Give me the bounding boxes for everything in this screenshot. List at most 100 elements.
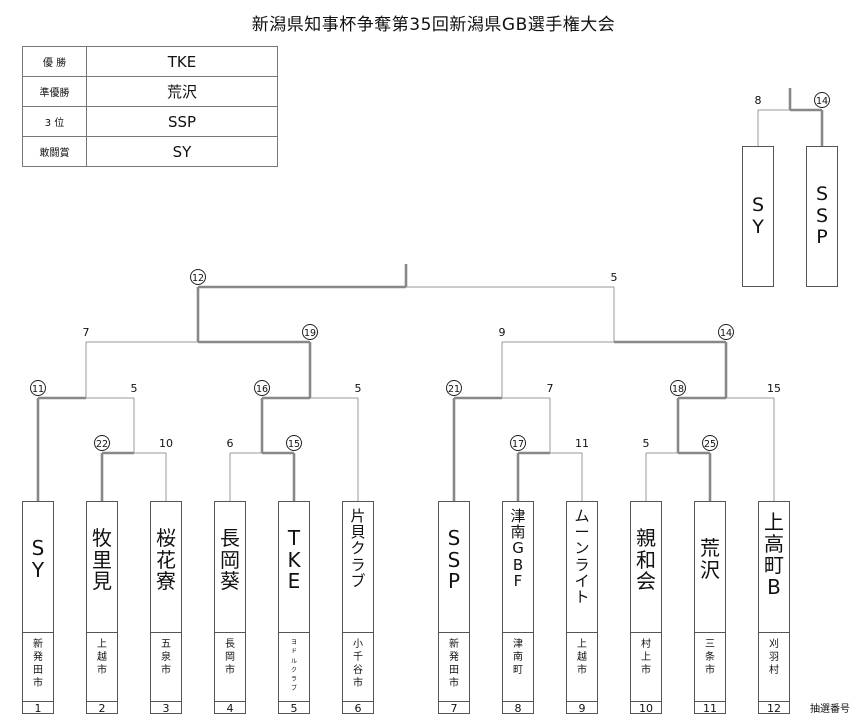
score-value: 7 [83,326,90,339]
draw-number: 6 [343,701,373,715]
score-right: 5 [611,271,618,284]
result-label: 優 勝 [22,46,87,77]
score-left: 8 [755,94,762,107]
score-value: 8 [755,94,762,107]
score-value: 15 [288,439,300,450]
winner-circle [510,435,526,451]
score-value: 25 [704,439,716,450]
score-left: 18 [670,380,686,396]
score-value: 6 [227,437,234,450]
score-value: 10 [159,437,173,450]
score-right: 7 [547,382,554,395]
team-city: ヨドルクラブ [279,632,309,701]
draw-number-label: 抽選番号 [810,704,850,715]
team-city: 小千谷市 [343,632,373,701]
result-value: SSP [86,106,278,137]
result-row-fighting-spirit: 敢闘賞 SY [22,136,278,167]
score-left: 12 [190,269,206,285]
result-label: 敢闘賞 [22,136,87,167]
score-left: 11 [30,380,46,396]
winner-circle [190,269,206,285]
score-right: 5 [355,382,362,395]
score-value: 16 [256,384,268,395]
winner-circle [814,92,830,108]
score-right: 5 [131,382,138,395]
draw-number: 8 [503,701,533,715]
team-city: 三条市 [695,632,725,701]
score-value: 17 [512,439,524,450]
team-city: 津南町 [503,632,533,701]
team-city: 五泉市 [151,632,181,701]
winner-circle [718,324,734,340]
score-left: 21 [446,380,462,396]
team-name: ムーンライト [574,507,590,606]
draw-number: 3 [151,701,181,715]
score-left: 5 [643,437,650,450]
score-right: 15 [286,435,302,451]
team-city: 上越市 [87,632,117,701]
score-value: 15 [767,382,781,395]
team-name: 牧里見 [92,526,112,594]
result-label: 3 位 [22,106,87,137]
score-value: 18 [672,384,684,395]
score-value: 5 [131,382,138,395]
result-row-runner-up: 準優勝 荒沢 [22,76,278,107]
team-city: 新発田市 [439,632,469,701]
team-city: 新発田市 [23,632,53,701]
team-city: 刈羽村 [759,632,789,701]
score-left: 9 [499,326,506,339]
team-name: 親和会 [636,526,656,594]
result-row-winner: 優 勝 TKE [22,46,278,77]
score-value: 5 [611,271,618,284]
score-left: 7 [83,326,90,339]
draw-number: 11 [695,701,725,715]
draw-number: 9 [567,701,597,715]
score-value: 22 [96,439,108,450]
score-left: 6 [227,437,234,450]
team-name: 長岡葵 [220,526,240,594]
score-right: 14 [718,324,734,340]
score-right: 19 [302,324,318,340]
result-value: TKE [86,46,278,77]
results-table: 優 勝 TKE 準優勝 荒沢 3 位 SSP 敢闘賞 SY [22,46,278,167]
draw-number: 1 [23,701,53,715]
draw-number: 7 [439,701,469,715]
team-city: 長岡市 [215,632,245,701]
score-value: 7 [547,382,554,395]
draw-number: 4 [215,701,245,715]
winner-circle [94,435,110,451]
score-left: 16 [254,380,270,396]
score-value: 14 [720,328,732,339]
score-left: 22 [94,435,110,451]
score-value: 14 [816,96,828,107]
result-value: SY [86,136,278,167]
winner-circle [670,380,686,396]
result-label: 準優勝 [22,76,87,107]
score-value: 11 [32,384,44,395]
score-value: 5 [355,382,362,395]
score-right: 14 [814,92,830,108]
score-right: 10 [159,437,173,450]
score-right: 11 [575,437,589,450]
team-name: 桜花寮 [156,526,176,594]
team-name: 片貝クラブ [350,507,366,590]
team-name: 荒沢 [700,536,720,582]
